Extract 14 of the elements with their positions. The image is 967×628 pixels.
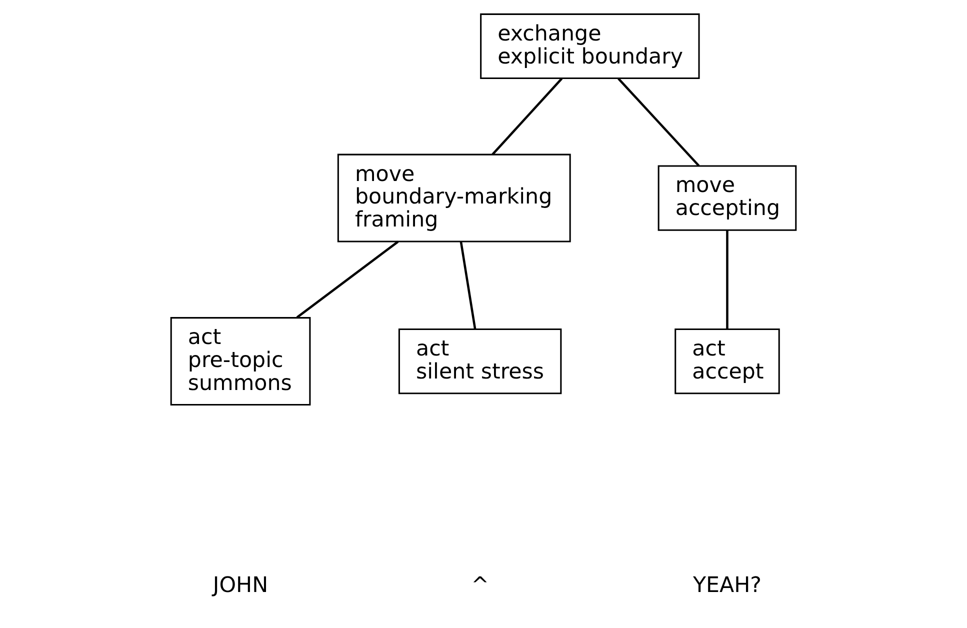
- node-box: act accept: [674, 328, 780, 394]
- label: JOHN: [212, 572, 268, 598]
- connector: [460, 241, 476, 330]
- connector: [726, 230, 728, 329]
- connector: [618, 78, 700, 166]
- node-box: move boundary-marking framing: [337, 154, 571, 242]
- connector: [492, 78, 563, 156]
- node-box: move accepting: [658, 165, 797, 231]
- label: YEAH?: [692, 572, 762, 598]
- node-box: exchange explicit boundary: [480, 13, 700, 80]
- node-box: act silent stress: [398, 328, 562, 394]
- node-box: act pre-topic summons: [170, 317, 311, 406]
- connector: [296, 240, 399, 318]
- label: ^: [471, 572, 490, 598]
